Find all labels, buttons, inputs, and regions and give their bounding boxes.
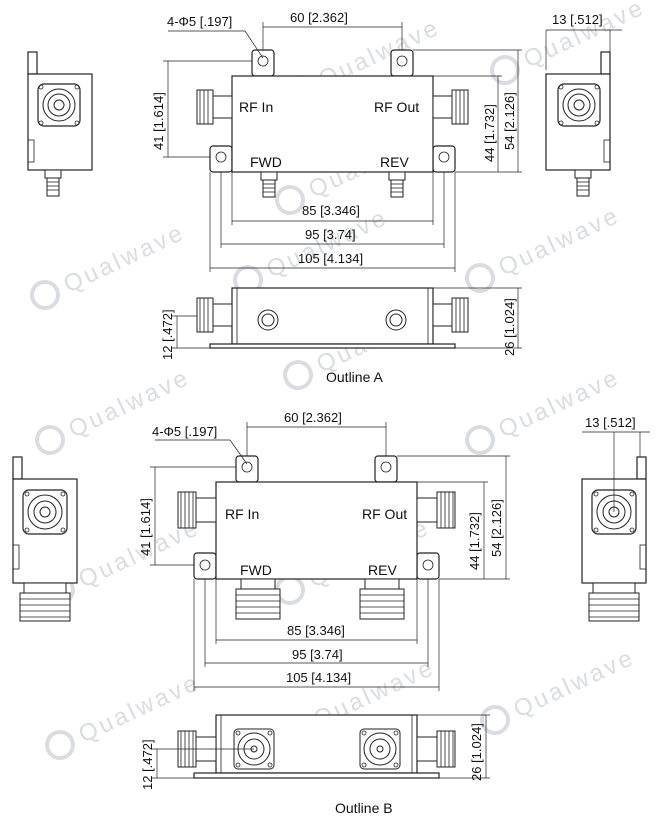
outline-b-dim-12: 12 [.472]: [140, 739, 155, 790]
watermark-logo: Qualwave: [30, 219, 189, 310]
watermark-text: Qualwave: [59, 219, 189, 299]
outline-b-side-width-dim: 13 [.512]: [585, 415, 636, 430]
outline-a-dim-60: 60 [2.362]: [290, 10, 348, 25]
watermark-text: Qualwave: [519, 0, 649, 73]
outline-b-dim-105: 105 [4.134]: [286, 670, 351, 685]
outline-b-dim-85: 85 [3.346]: [287, 623, 345, 638]
outline-a-dim-41: 41 [1.614]: [151, 92, 166, 150]
outline-a-dim-44: 44 [1.732]: [482, 104, 497, 162]
outline-a-rf-in-label: RF In: [239, 99, 273, 115]
outline-b-hole-callout: 4-Φ5 [.197]: [152, 424, 217, 439]
outline-a-dim-95: 95 [3.74]: [305, 227, 356, 242]
watermark-logo: Qualwave: [465, 364, 624, 455]
outline-a-top-view: RF In RF Out FWD REV 4-Φ5 [.197] 60 [2.3…: [151, 10, 522, 272]
outline-b-rev-label: REV: [368, 562, 397, 578]
outline-b-dim-54: 54 [2.126]: [489, 499, 504, 557]
outline-a-rev-label: REV: [380, 154, 409, 170]
outline-a-dim-85: 85 [3.346]: [302, 203, 360, 218]
outline-b-right-side-view: 13 [.512]: [581, 415, 650, 622]
outline-a: 13 [.512]: [27, 10, 622, 385]
watermark-logo: Qualwave: [465, 202, 624, 293]
watermark-logo: Qualwave: [35, 364, 194, 455]
outline-a-rf-out-label: RF Out: [374, 99, 419, 115]
outline-a-dim-105: 105 [4.134]: [298, 251, 363, 266]
outline-b-left-side-view: [12, 456, 78, 622]
outline-b-rf-out-label: RF Out: [362, 506, 407, 522]
outline-b-dim-41: 41 [1.614]: [138, 498, 153, 556]
outline-a-fwd-label: FWD: [250, 154, 282, 170]
outline-b-front-view: 12 [.472] 26 [1.024]: [140, 714, 490, 790]
watermark-logo: Qualwave: [480, 644, 639, 735]
outline-a-hole-callout: 4-Φ5 [.197]: [167, 14, 232, 29]
outline-a-dim-12: 12 [.472]: [160, 309, 175, 360]
outline-b-dim-60: 60 [2.362]: [284, 410, 342, 425]
outline-a-caption: Outline A: [326, 369, 383, 385]
outline-b-caption: Outline B: [335, 800, 393, 816]
outline-b-dim-26: 26 [1.024]: [469, 723, 484, 781]
outline-b-fwd-label: FWD: [240, 562, 272, 578]
watermark-text: Qualwave: [494, 364, 624, 444]
outline-a-front-view: 12 [.472] 26 [1.024]: [160, 287, 522, 360]
outline-a-dim-54: 54 [2.126]: [502, 92, 517, 150]
watermark-text: Qualwave: [494, 202, 624, 282]
watermark-text: Qualwave: [509, 644, 639, 724]
outline-b-top-view: RF In RF Out FWD REV 4-Φ5 [.197] 60 [2.3…: [138, 410, 510, 691]
outline-b-dim-95: 95 [3.74]: [292, 647, 343, 662]
outline-a-right-side-view: 13 [.512]: [545, 12, 622, 197]
outline-b: 13 [.512]: [12, 410, 650, 816]
outline-b-rf-in-label: RF In: [225, 506, 259, 522]
outline-a-side-width-dim: 13 [.512]: [552, 12, 603, 27]
outline-b-dim-44: 44 [1.732]: [467, 512, 482, 570]
outline-a-dim-26: 26 [1.024]: [502, 298, 517, 356]
outline-a-left-side-view: [27, 51, 93, 197]
